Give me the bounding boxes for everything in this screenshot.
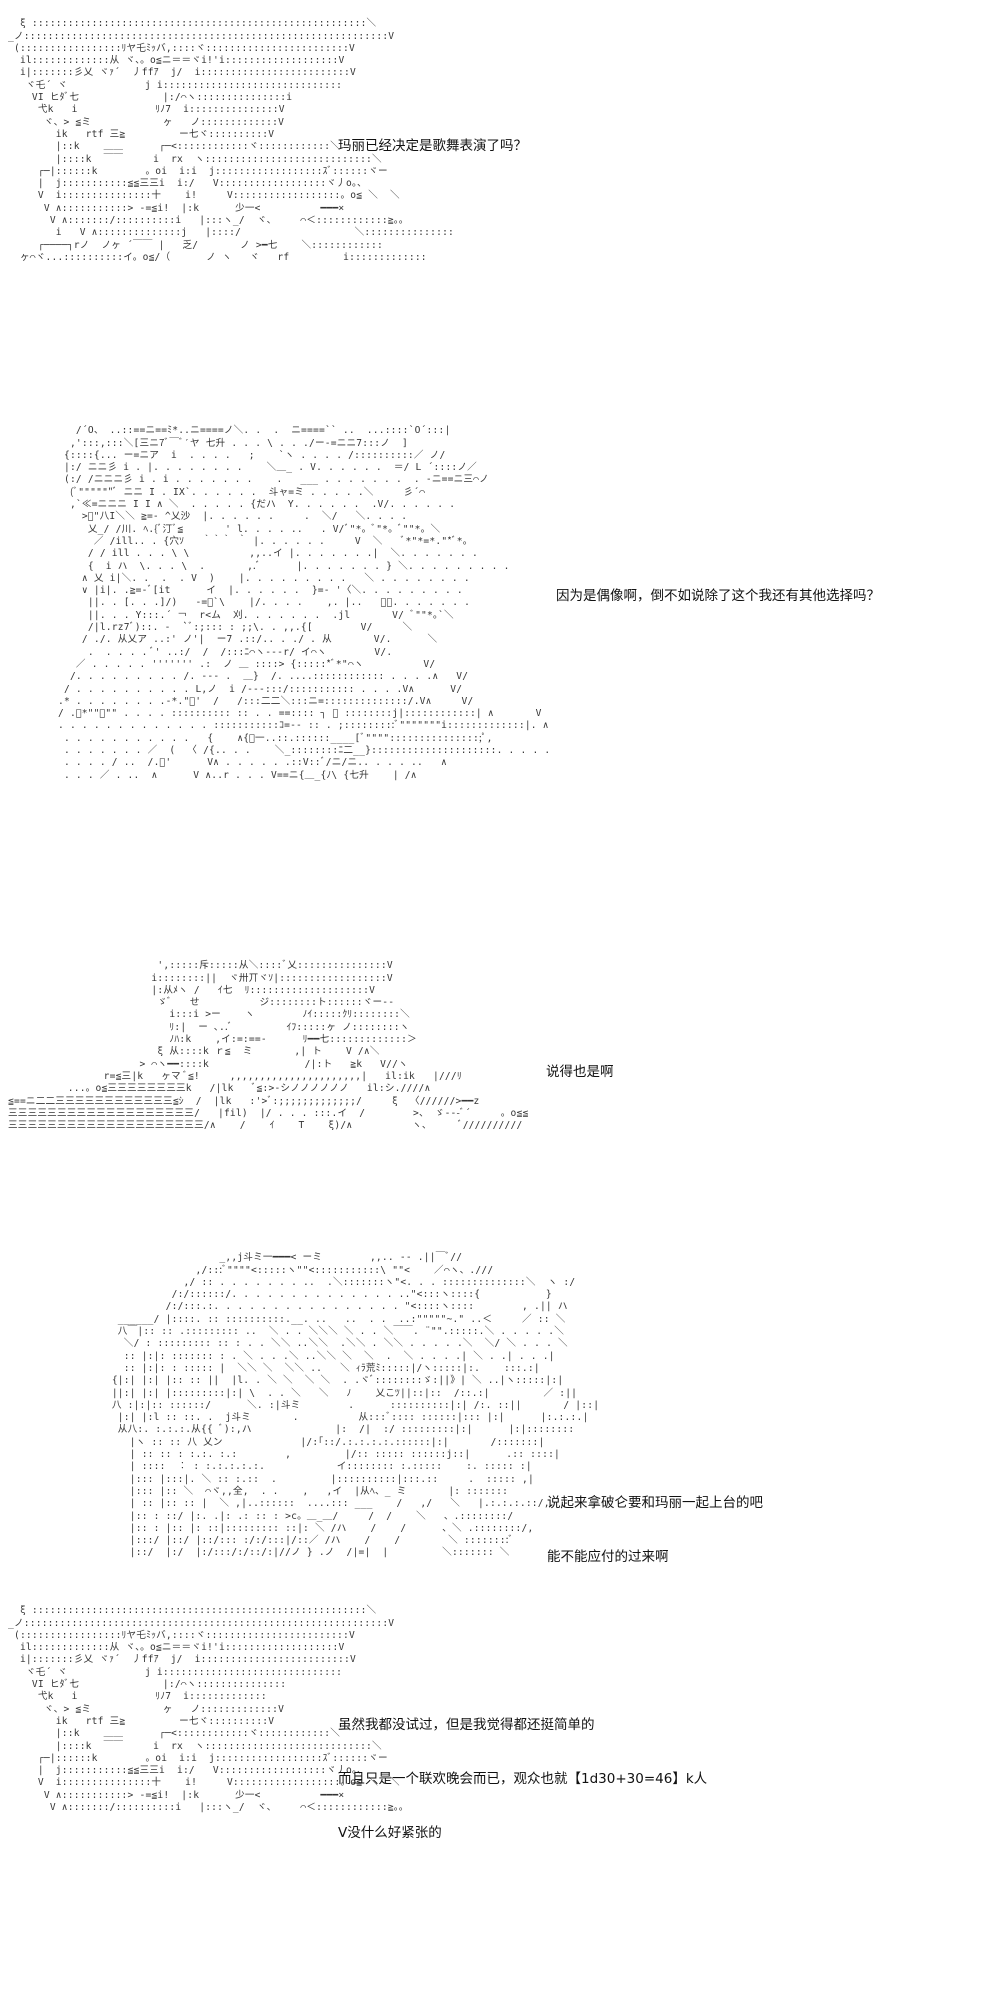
dialog: 说起来拿破仑要和玛丽一起上台的吧 能不能应付的过来啊 (547, 1458, 763, 1570)
panel-3: ',:::::斥:::::从＼::::ﾞ乂:::::::::::::::V i:… (0, 940, 992, 1240)
ascii-art: /´O、 ..::==ニ==ﾐ*..ニ====ノ＼. . . ニ====`` .… (58, 425, 551, 781)
dialog: 说得也是啊 (546, 1027, 614, 1117)
dialog: 因为是偶像啊，倒不如说除了这个我还有其他选择吗？ (556, 551, 880, 641)
dialog-line: 玛丽已经决定是歌舞表演了吗？ (338, 138, 527, 154)
dialog-line: 能不能应付的过来啊 (547, 1549, 669, 1565)
dialog-line: 说得也是啊 (546, 1064, 614, 1080)
panel-2: /´O、 ..::==ニ==ﾐ*..ニ====ノ＼. . . ニ====`` .… (0, 405, 992, 930)
panel-4: _,,j斗ミ一━━━< ーミ ,,.. ‐‐ .||￣ﾞ// ,/:::ﾞ"""… (0, 1240, 992, 1570)
ascii-art: ξ ::::::::::::::::::::::::::::::::::::::… (8, 1605, 409, 1814)
ascii-art: ',:::::斥:::::从＼::::ﾞ乂:::::::::::::::V i:… (8, 960, 529, 1132)
panel-5: ξ ::::::::::::::::::::::::::::::::::::::… (0, 1585, 992, 2000)
dialog: 玛丽已经决定是歌舞表演了吗？ (338, 101, 527, 191)
ascii-art: ξ ::::::::::::::::::::::::::::::::::::::… (8, 18, 455, 263)
ascii-art: _,,j斗ミ一━━━< ーミ ,,.. ‐‐ .||￣ﾞ// ,/:::ﾞ"""… (70, 1252, 600, 1559)
panel-1: ξ ::::::::::::::::::::::::::::::::::::::… (0, 0, 992, 400)
dialog-line: 而且只是一个联欢晚会而已，观众也就【1d30+30=46】k人 (338, 1771, 708, 1787)
dialog-line: 因为是偶像啊，倒不如说除了这个我还有其他选择吗？ (556, 588, 880, 604)
dialog-line: 虽然我都没试过，但是我觉得都还挺简单的 (338, 1717, 595, 1733)
dialog: 虽然我都没试过，但是我觉得都还挺简单的 而且只是一个联欢晚会而已，观众也就【1d… (338, 1680, 707, 1878)
dialog-line: 说起来拿破仑要和玛丽一起上台的吧 (547, 1495, 763, 1511)
dialog-line: V没什么好紧张的 (338, 1825, 442, 1841)
